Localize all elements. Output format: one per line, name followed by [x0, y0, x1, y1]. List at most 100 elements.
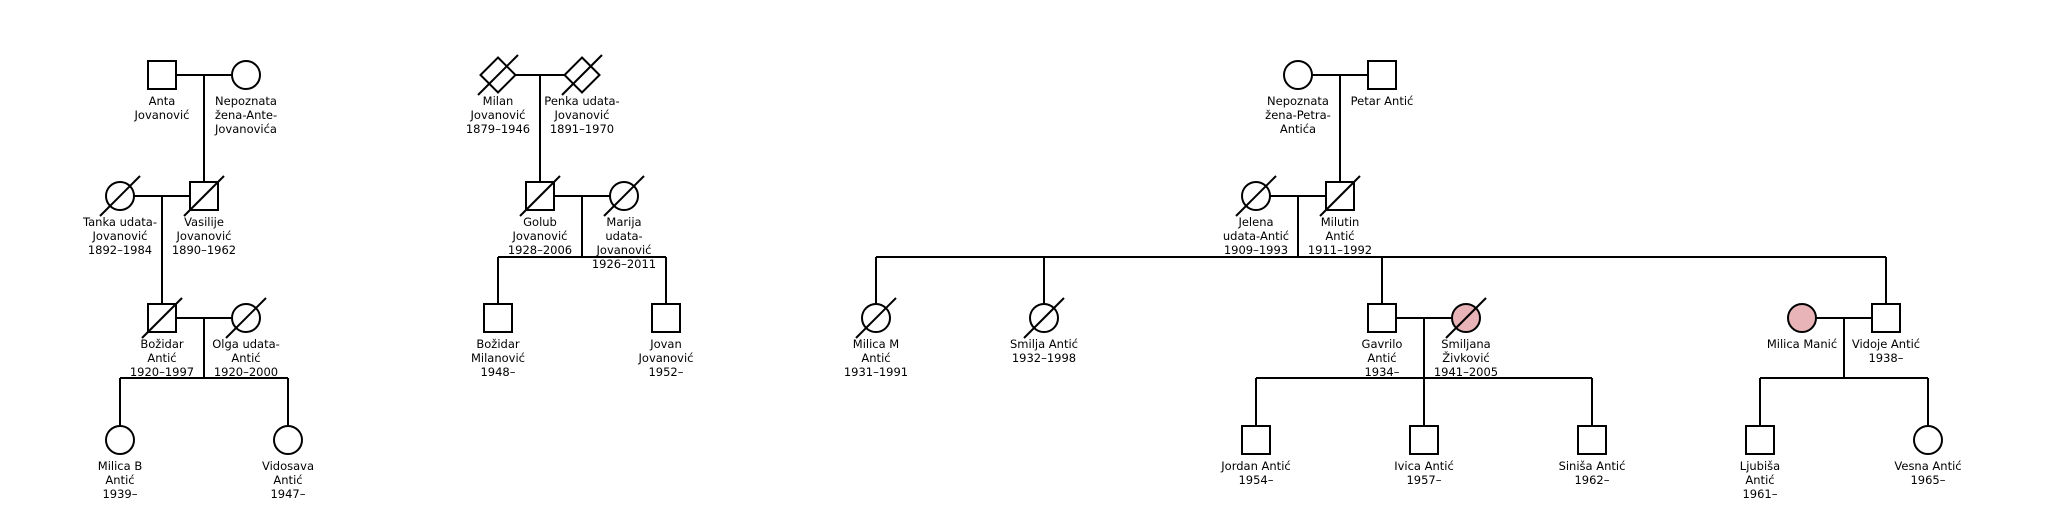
person-smiljana [1445, 297, 1487, 339]
deceased-slash-icon [1319, 175, 1361, 217]
label-line: Jovanović [554, 108, 610, 122]
label-line: Milutin [1321, 215, 1360, 229]
person-sinisa [1577, 425, 1607, 455]
label-line: Ljubiša [1740, 459, 1780, 473]
person-anta [147, 60, 177, 90]
label-line: Antić [147, 351, 176, 365]
person-nepoznata-petra [1283, 60, 1313, 90]
person-bozidar [141, 297, 183, 339]
deceased-slash-icon [1445, 297, 1487, 339]
male-square-icon [483, 303, 513, 333]
person-smilja [1023, 297, 1065, 339]
label-line: 1961– [1742, 487, 1777, 501]
label-line: Jovanović [92, 229, 148, 243]
label-line: Jovan [649, 337, 682, 351]
label-line: Živković [1442, 350, 1490, 365]
person-marija [603, 175, 645, 217]
person-olga [225, 297, 267, 339]
male-square-icon [1367, 303, 1397, 333]
label-line: 1932–1998 [1012, 351, 1076, 365]
person-ivica [1409, 425, 1439, 455]
person-milica-m [855, 297, 897, 339]
label-line: Jovanović [638, 351, 694, 365]
label-line: Jelena [1237, 215, 1273, 229]
male-square-icon [147, 60, 177, 90]
deceased-slash-icon [477, 54, 519, 96]
people-layer [99, 54, 1943, 455]
label-line: 1920–2000 [214, 365, 278, 379]
person-gavrilo [1367, 303, 1397, 333]
label-line: Milica B [98, 459, 143, 473]
person-vidoje [1871, 303, 1901, 333]
label-line: 1948– [480, 365, 515, 379]
label-line: Petar Antić [1351, 94, 1414, 108]
deceased-slash-icon [225, 297, 267, 339]
person-golub [519, 175, 561, 217]
person-jovan [651, 303, 681, 333]
label-line: Jovanović [470, 108, 526, 122]
person-jelena [1235, 175, 1277, 217]
label-line: 1954– [1238, 473, 1273, 487]
person-jordan [1241, 425, 1271, 455]
label-line: 1952– [648, 365, 683, 379]
label-line: Nepoznata [215, 94, 277, 108]
label-line: Antić [1745, 473, 1774, 487]
label-line: Jordan Antić [1220, 459, 1290, 473]
deceased-slash-icon [141, 297, 183, 339]
label-line: Antić [861, 351, 890, 365]
label-line: 1909–1993 [1224, 243, 1288, 257]
person-bozidar-m [483, 303, 513, 333]
label-line: Antića [1280, 122, 1316, 136]
label-line: Vesna Antić [1894, 459, 1961, 473]
label-line: 1911–1992 [1308, 243, 1372, 257]
label-line: Antić [105, 473, 134, 487]
label-line: 1928–2006 [508, 243, 572, 257]
label-line: 1947– [270, 487, 305, 501]
label-line: Milanović [471, 351, 525, 365]
deceased-slash-icon [1235, 175, 1277, 217]
label-line: 1890–1962 [172, 243, 236, 257]
label-line: 1934– [1364, 365, 1399, 379]
male-square-icon [1871, 303, 1901, 333]
label-line: Gavrilo [1362, 337, 1403, 351]
label-line: Jovanović [134, 108, 190, 122]
label-line: Smiljana [1441, 337, 1490, 351]
label-line: Jovanovića [214, 122, 277, 136]
person-petar [1367, 60, 1397, 90]
person-tanka [99, 175, 141, 217]
label-line: 1891–1970 [550, 122, 614, 136]
male-square-icon [1409, 425, 1439, 455]
person-nepoznata-ante [231, 60, 261, 90]
label-line: Anta [149, 94, 176, 108]
label-line: Vidosava [262, 459, 314, 473]
label-line: Vasilije [184, 215, 224, 229]
label-line: Ivica Antić [1394, 459, 1454, 473]
female-circle-icon [1913, 425, 1943, 455]
label-line: 1879–1946 [466, 122, 530, 136]
person-label: Milica Manić [1767, 337, 1837, 351]
label-line: Penka udata- [544, 94, 619, 108]
relationship-lines [119, 74, 1929, 426]
female-circle-icon [231, 60, 261, 90]
